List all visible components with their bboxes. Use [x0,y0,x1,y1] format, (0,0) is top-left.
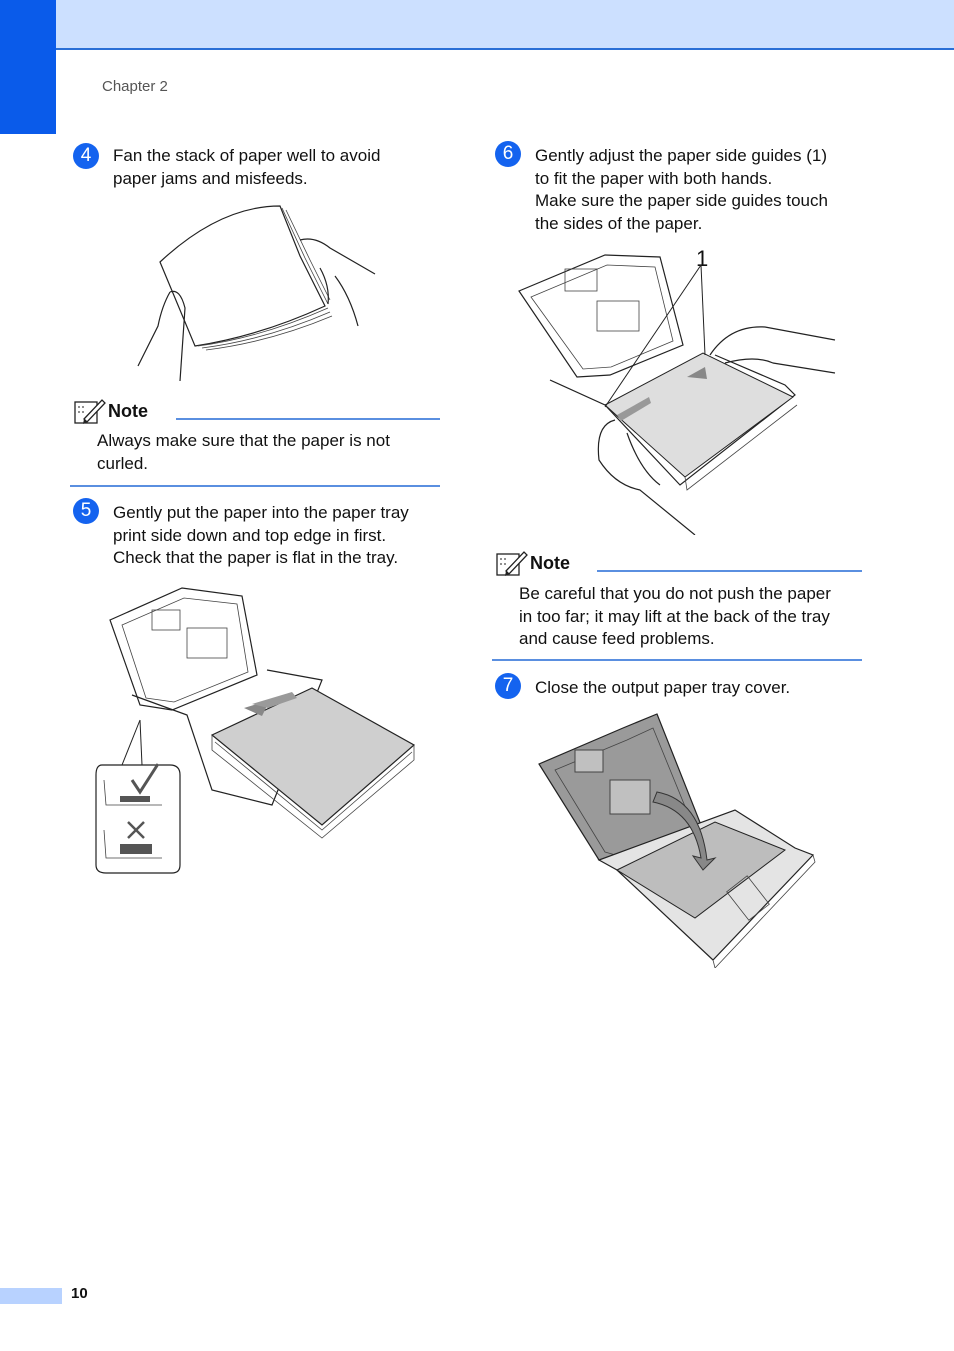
step-5-number: 5 [73,498,99,524]
step-5-text: Gently put the paper into the paper tray… [113,502,409,570]
step-4-line: Fan the stack of paper well to avoid [113,146,381,165]
step-5-line: print side down and top edge in first. [113,525,387,545]
step-5-line: Check that the paper is flat in the tray… [113,548,399,567]
step-6-line: the sides of the paper. [535,213,703,233]
note-2-line: in too far; it may lift at the back of t… [519,606,830,626]
step-7-text: Close the output paper tray cover. [535,677,790,700]
step-7-line: Close the output paper tray cover. [535,678,791,697]
note-2-label: Note [530,552,570,573]
step-4-number: 4 [73,143,99,169]
step-6-text: Gently adjust the paper side guides (1) … [535,145,828,235]
note-1-body: Always make sure that the paper is not c… [97,430,390,475]
adjust-side-guides-illustration [518,254,836,535]
page-number: 10 [71,1285,88,1302]
step-5-line: Gently put the paper into the paper tray [113,503,409,522]
chapter-side-tab [0,0,56,134]
fanning-paper-illustration [137,205,376,382]
header-band [0,0,954,50]
step-6-line: Gently adjust the paper side guides (1) [535,146,828,165]
note-1-header: Note [74,397,148,425]
step-4-line: paper jams and misfeeds. [113,168,308,188]
paper-into-tray-illustration [95,587,416,874]
note-1-label: Note [108,400,148,421]
note-1-line: Always make sure that the paper is not [97,431,390,450]
note-2-bottom-rule [492,659,862,661]
note-2-top-rule [597,570,862,572]
close-output-tray-illustration [538,713,816,968]
note-pencil-icon [74,399,106,424]
callout-label-1: 1 [696,246,709,271]
note-2-body: Be careful that you do not push the pape… [519,583,831,651]
step-6-line: to fit the paper with both hands. [535,168,773,188]
note-1-bottom-rule [70,485,440,487]
note-2-line: Be careful that you do not push the pape… [519,584,831,603]
note-1-top-rule [176,418,440,420]
chapter-label: Chapter 2 [102,78,168,95]
footer-tab [0,1288,62,1304]
step-4-text: Fan the stack of paper well to avoid pap… [113,145,380,190]
note-pencil-icon [496,551,528,576]
step-6-line: Make sure the paper side guides touch [535,191,828,210]
note-2-header: Note [496,549,570,577]
step-7-number: 7 [495,673,521,699]
step-6-number: 6 [495,141,521,167]
note-1-line: curled. [97,453,149,473]
note-2-line: and cause feed problems. [519,629,715,648]
